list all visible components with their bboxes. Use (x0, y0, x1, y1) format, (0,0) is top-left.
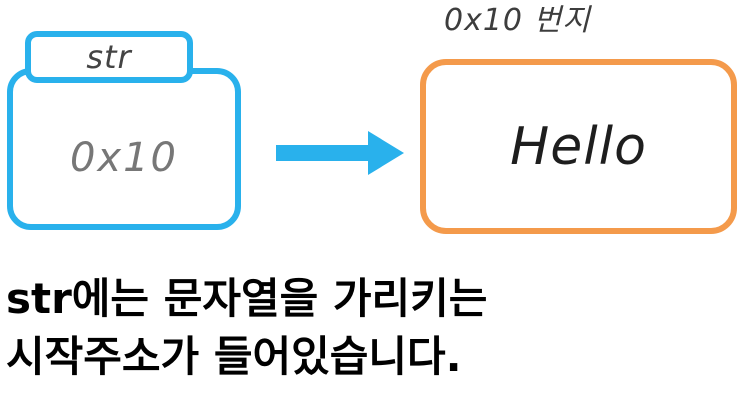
right-arrow-icon (276, 131, 404, 175)
pointer-value: 0x10 (69, 135, 179, 181)
variable-name-tab: str (25, 31, 193, 83)
memory-value: Hello (510, 117, 647, 177)
memory-address-label: 0x10 번지 (444, 3, 591, 38)
caption-line-2: 시작주소가 들어있습니다. (6, 332, 462, 381)
caption-line-1: str에는 문자열을 가리키는 (6, 274, 488, 323)
caption: str에는 문자열을 가리키는 시작주소가 들어있습니다. (6, 270, 746, 386)
variable-name: str (86, 38, 132, 76)
pointer-variable-box: 0x10 (7, 68, 241, 230)
memory-box: Hello (420, 59, 737, 234)
